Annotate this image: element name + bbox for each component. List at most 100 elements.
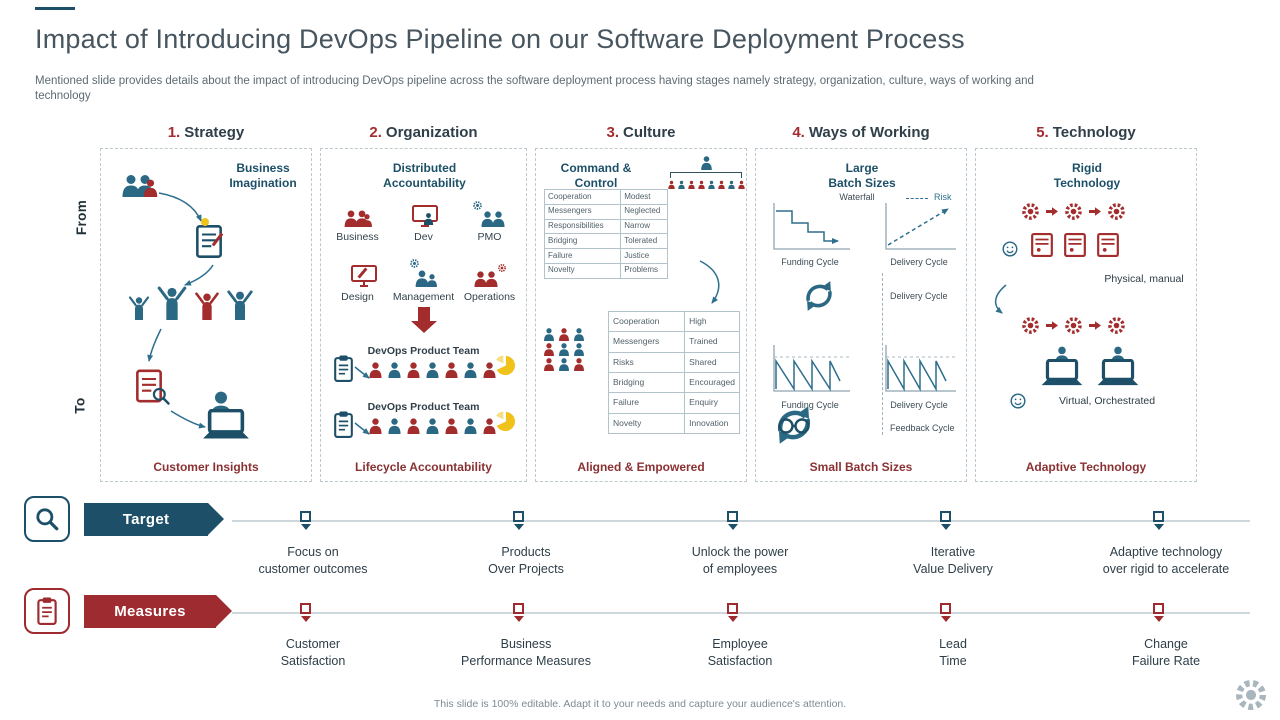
ways-from-caption: Large Batch Sizes — [828, 161, 896, 190]
operations-people-icon — [457, 257, 522, 287]
funding-cycle-iterative-chart — [773, 345, 850, 392]
measures-item-1: Customer Satisfaction — [280, 637, 346, 668]
aligned-people-icon — [542, 327, 592, 371]
table-cell: Cooperation — [607, 310, 686, 333]
table-cell: Cooperation — [543, 189, 622, 205]
role-label: Dev — [414, 231, 433, 243]
table-cell: Novelty — [607, 412, 686, 435]
measures-banner-label: Measures — [114, 603, 186, 620]
bulb-icon — [201, 218, 209, 226]
table-cell: Tolerated — [620, 233, 668, 250]
org-roles-row-2: Design Management Operations — [325, 257, 522, 303]
column-label: Technology — [1052, 124, 1136, 141]
target-item-3: Unlock the power of employees — [691, 545, 789, 576]
role-label: Business — [336, 231, 379, 243]
role-management: Management — [391, 257, 456, 303]
table-cell: Innovation — [684, 412, 740, 435]
axis-from-label: From — [74, 199, 90, 236]
table-cell: Responsibilities — [543, 218, 622, 235]
table-cell: Encouraged — [684, 372, 740, 394]
smiley-icon — [1010, 393, 1026, 409]
target-item-2: Products Over Projects — [488, 545, 564, 576]
measures-item-4: Lead Time — [939, 637, 967, 668]
organization-from-caption: Distributed Accountability — [383, 161, 466, 190]
target-milestone-marker — [513, 511, 524, 522]
target-milestone-marker — [940, 511, 951, 522]
risk-legend-dash — [906, 198, 928, 199]
target-banner: Target — [84, 503, 224, 536]
page-title: Impact of Introducing DevOps Pipeline on… — [35, 24, 965, 54]
measures-item-5: Change Failure Rate — [1131, 637, 1201, 668]
devops-team-2: DevOps Product Team — [321, 401, 526, 457]
virtual-workstation-icon — [1096, 345, 1140, 391]
devops-team-members-icon — [367, 417, 498, 434]
role-label: Operations — [463, 291, 516, 303]
physical-manual-label: Physical, manual — [1104, 273, 1184, 285]
clipboard-icon — [333, 411, 354, 438]
editable-note: This slide is 100% editable. Adapt it to… — [433, 698, 847, 710]
role-operations: Operations — [457, 257, 522, 303]
column-header-ways-of-working: 4.Ways of Working — [755, 124, 967, 141]
column-number: 3. — [606, 124, 619, 141]
iteration-cycle-icon — [800, 277, 838, 315]
column-number: 2. — [369, 124, 382, 141]
developer-laptop-icon — [205, 389, 237, 421]
organization-column: Distributed Accountability Business Dev — [320, 148, 527, 482]
table-cell: Risks — [607, 351, 686, 374]
table-cell: Modest — [620, 189, 668, 205]
table-cell: Novelty — [543, 262, 622, 279]
column-label: Organization — [385, 124, 478, 141]
role-label: PMO — [477, 231, 502, 243]
table-cell: Narrow — [620, 218, 668, 235]
pie-chart-icon — [495, 411, 516, 432]
management-people-icon — [391, 257, 456, 287]
business-team-icon — [119, 173, 160, 197]
column-number: 4. — [792, 124, 805, 141]
culture-to-caption: Aligned & Empowered — [577, 460, 705, 474]
delivery-cycle-risk-chart — [885, 203, 956, 250]
chart4-label: Delivery Cycle — [890, 400, 948, 410]
technology-column: Rigid Technology Physical, manual — [975, 148, 1197, 482]
target-icon — [24, 496, 70, 542]
column-label: Ways of Working — [808, 124, 930, 141]
table-cell: Failure — [607, 392, 686, 414]
devops-team-1: DevOps Product Team — [321, 345, 526, 401]
table-cell: Messengers — [607, 331, 686, 353]
page-subtitle: Mentioned slide provides details about t… — [35, 75, 1034, 103]
column-header-culture: 3.Culture — [535, 124, 747, 141]
table-cell: Failure — [543, 248, 622, 264]
ways-to-caption: Small Batch Sizes — [809, 460, 913, 474]
ways-of-working-column: Large Batch Sizes Waterfall Risk Funding… — [755, 148, 967, 482]
table-cell: High — [684, 310, 740, 333]
devops-team-label: DevOps Product Team — [367, 401, 480, 413]
table-cell: Bridging — [607, 372, 686, 394]
waterfall-label: Waterfall — [839, 192, 875, 202]
strategy-column: Business Imagination Customer Insights — [100, 148, 312, 482]
celebrating-team-icon — [127, 285, 255, 321]
target-item-1: Focus on customer outcomes — [258, 545, 368, 576]
checklist-icon — [35, 597, 59, 625]
research-document-icon — [135, 369, 163, 403]
org-roles-row-1: Business Dev PMO — [325, 197, 522, 243]
devops-team-label: DevOps Product Team — [367, 345, 480, 357]
organization-to-caption: Lifecycle Accountability — [355, 460, 492, 474]
table-cell: Trained — [684, 331, 740, 353]
column-label: Strategy — [184, 124, 245, 141]
column-header-strategy: 1.Strategy — [100, 124, 312, 141]
table-cell: Bridging — [543, 233, 622, 250]
chart2-label: Delivery Cycle — [890, 257, 948, 267]
table-cell: Shared — [684, 351, 740, 374]
strategy-from-caption: Business Imagination — [229, 161, 297, 190]
strategy-to-caption: Customer Insights — [153, 460, 259, 474]
